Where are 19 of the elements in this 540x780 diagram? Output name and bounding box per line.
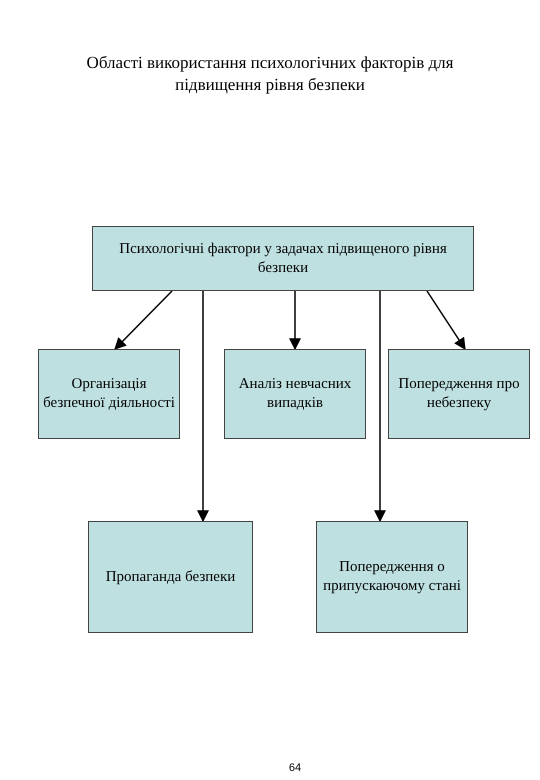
arrow [374, 291, 386, 522]
arrow [114, 290, 173, 350]
process-box [38, 349, 180, 439]
arrow [197, 291, 209, 522]
process-box [388, 349, 530, 439]
box-text: Аналіз невчасних випадків [238, 375, 352, 413]
process-box [224, 349, 366, 439]
box-text: Пропаганда безпеки [106, 568, 236, 586]
box-text: Попередження про небезпеку [397, 375, 521, 413]
page-number: 64 [288, 761, 302, 776]
arrow [289, 291, 301, 350]
box-text: Психологічні фактори у задачах підвищеного рівня безпеки [118, 240, 448, 278]
process-box [88, 521, 253, 633]
process-box [316, 521, 468, 633]
process-box [92, 226, 474, 291]
title: Області використання психологічних факторів для підвищення рівня безпеки [86, 52, 454, 96]
arrow [426, 290, 466, 350]
box-text: Організація безпечної діяльності [43, 375, 175, 413]
box-text: Попередження о припускаючому стані [322, 558, 462, 596]
